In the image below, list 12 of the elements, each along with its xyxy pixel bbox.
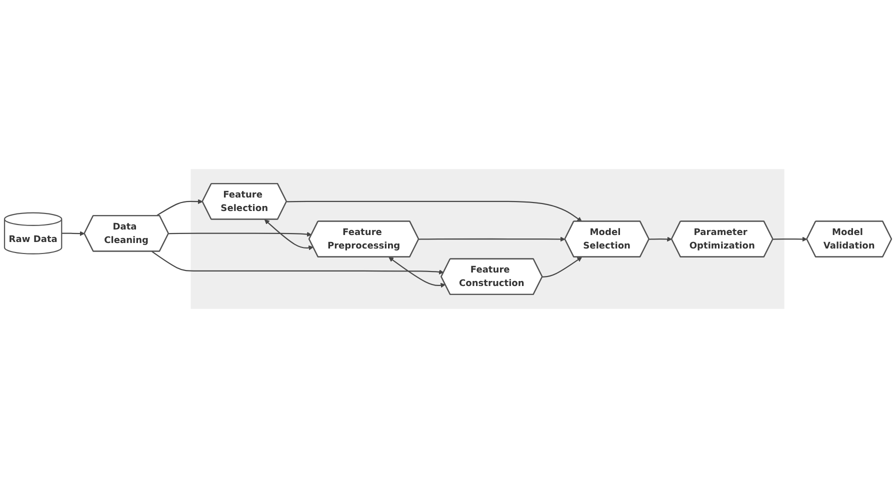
arrow (286, 200, 582, 222)
arrow (264, 219, 314, 250)
arrow (168, 232, 312, 237)
arrow (156, 199, 203, 216)
arrow (773, 236, 808, 242)
cluster (190, 169, 784, 309)
arrow (542, 256, 582, 278)
arrow (418, 236, 566, 242)
arrow (62, 231, 85, 236)
arrow (152, 250, 444, 274)
arrow (649, 236, 672, 242)
arrow (388, 257, 446, 288)
